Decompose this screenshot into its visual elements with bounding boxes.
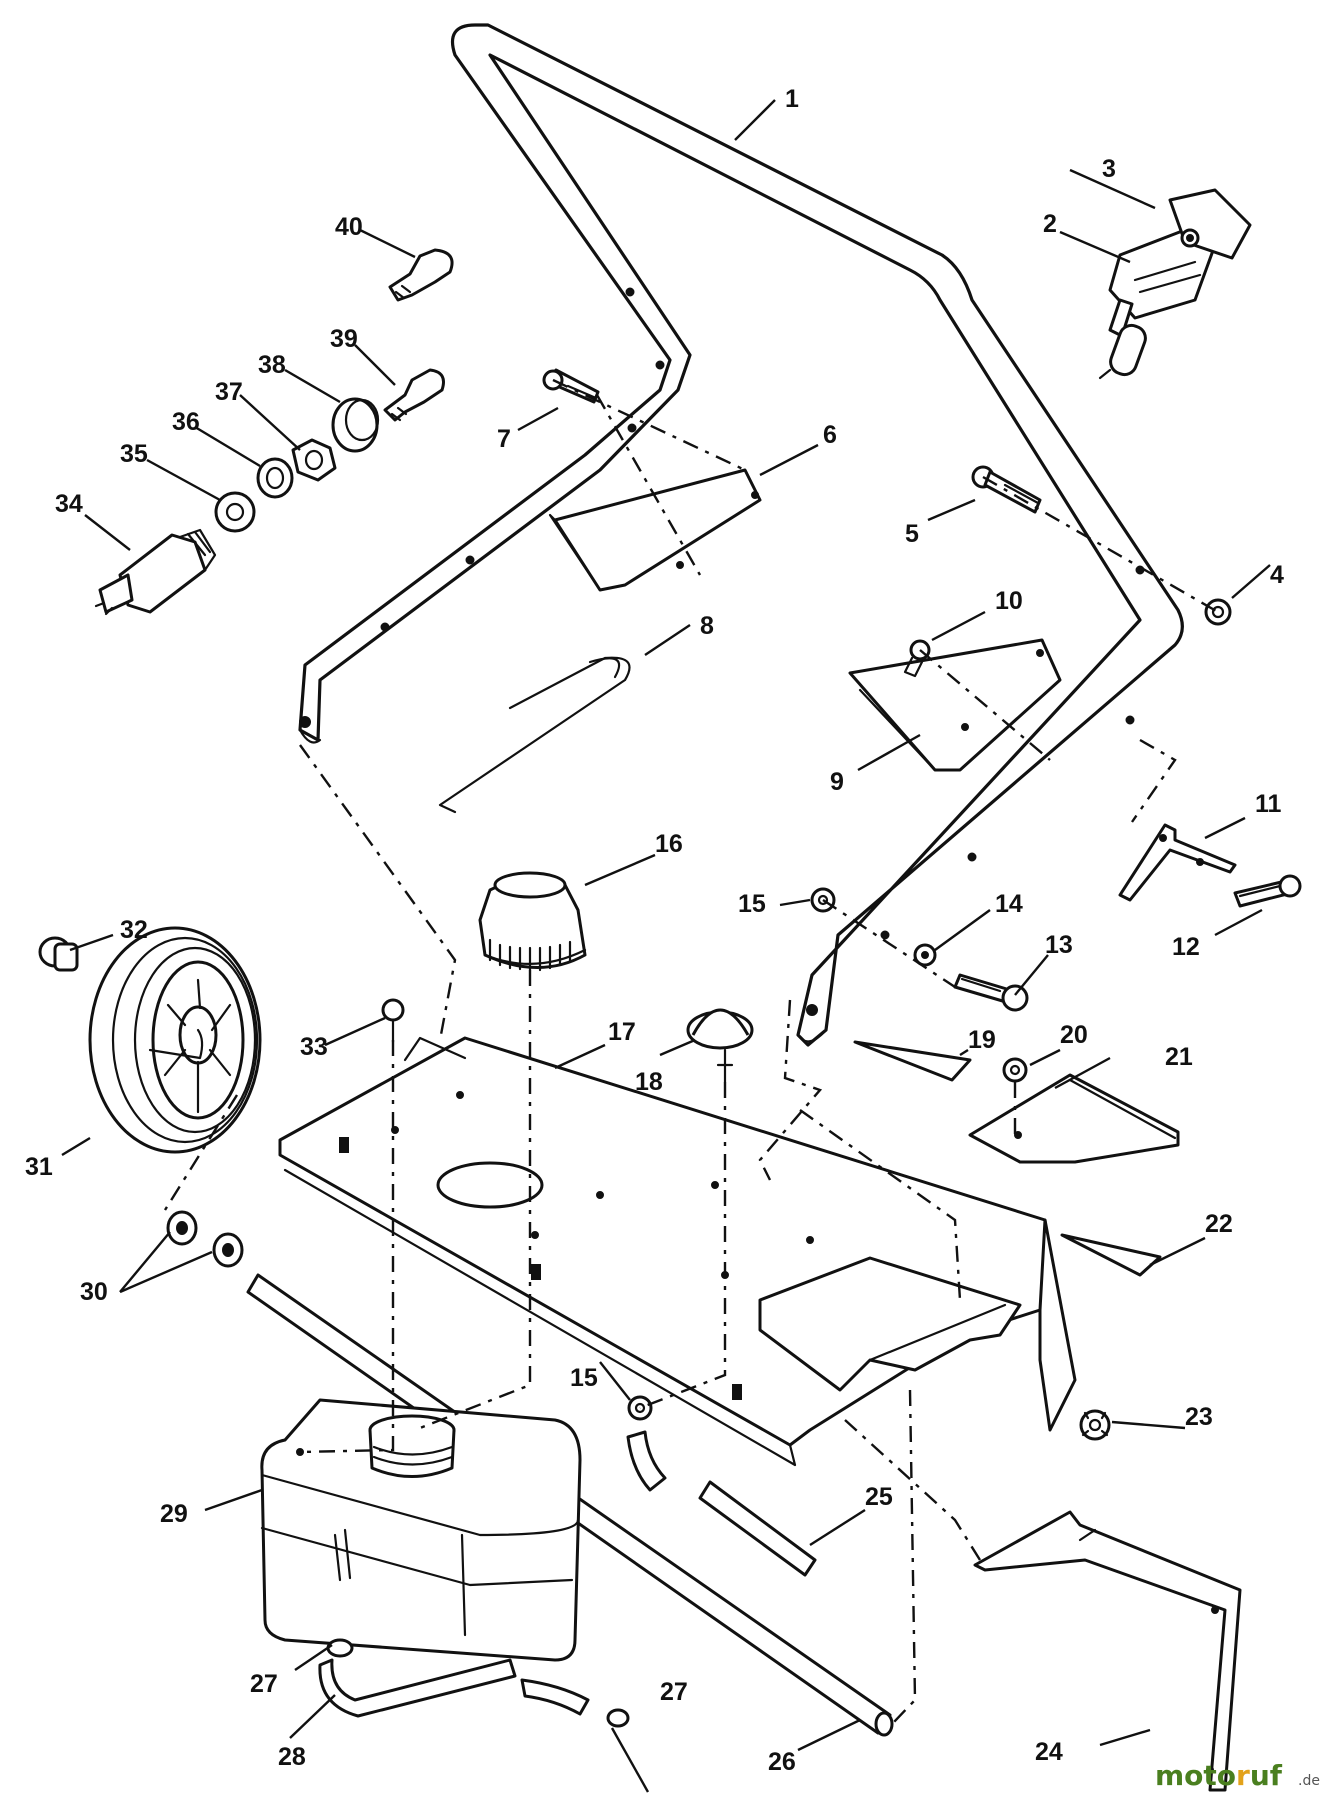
callout-19: 19 [968,1026,996,1054]
callout-30: 30 [80,1278,108,1306]
callout-35: 35 [120,440,148,468]
ignition-switch-part-34 [94,528,217,616]
callout-15b: 15 [570,1364,598,1392]
lockwasher-part-35 [214,491,256,533]
shim-part-19 [853,1040,972,1082]
washer-part-36 [256,457,294,499]
callout-22: 22 [1205,1210,1233,1238]
fuel-tank-part-29 [260,1398,582,1662]
spring-part-8 [438,656,631,814]
handle-part [298,23,1184,1047]
callout-34: 34 [55,490,83,518]
fuel-cap-part-16 [478,871,587,972]
callout-labels: 1 2 3 4 5 6 7 8 9 10 11 12 13 14 15 15 1… [25,85,1284,1776]
callout-23: 23 [1185,1403,1213,1431]
callout-6: 6 [823,421,837,449]
hose-clamp-part-27a [326,1638,354,1658]
callout-13: 13 [1045,931,1073,959]
callout-31: 31 [25,1153,53,1181]
plate-part-21 [968,1073,1180,1164]
callout-16: 16 [655,830,683,858]
callout-8: 8 [700,612,714,640]
deck-plate-part-17 [278,1036,1077,1467]
shim-part-22 [1060,1233,1162,1277]
callout-3: 3 [1102,155,1116,183]
callout-33: 33 [300,1033,328,1061]
callout-36: 36 [172,408,200,436]
key-part-40 [388,248,454,302]
callout-28: 28 [278,1743,306,1771]
cap-part-32 [38,936,79,972]
bracket-part-24 [973,1510,1242,1792]
handle-grip-part [1098,226,1217,380]
hose-clamp-part-27b [606,1708,630,1728]
leader-lines [61,99,1271,1793]
callout-10: 10 [995,587,1023,615]
bracket-part-6 [548,468,762,592]
handle-clip-part [1168,188,1252,260]
washers-part-30 [166,1210,244,1268]
callout-25: 25 [865,1483,893,1511]
callout-27a: 27 [250,1670,278,1698]
hose-part-25 [626,1430,817,1577]
callout-21: 21 [1165,1043,1193,1071]
bezel-part-38 [331,397,380,453]
callout-39: 39 [330,325,358,353]
callout-29: 29 [160,1500,188,1528]
svg-text:motoruf: motoruf [1155,1759,1283,1792]
callout-24: 24 [1035,1738,1063,1766]
callout-27b: 27 [660,1678,688,1706]
washer-part-14 [913,943,937,967]
callout-7: 7 [497,425,511,453]
nut-part-4 [1204,598,1232,626]
bolt-part-7 [542,368,600,404]
callout-17: 17 [608,1018,636,1046]
callout-11: 11 [1255,790,1282,818]
bolt-part-12 [1233,874,1302,908]
nut-part-20 [1002,1057,1028,1083]
callout-1: 1 [785,85,799,113]
push-nut-part-23 [1079,1409,1111,1441]
fuel-line-part-28 [318,1658,590,1718]
bracket-part-11 [1118,823,1237,902]
callout-15a: 15 [738,890,766,918]
bolt-part-13 [953,973,1029,1012]
callout-4: 4 [1270,561,1284,589]
callout-32: 32 [120,916,148,944]
callout-2: 2 [1043,210,1057,238]
callout-37: 37 [215,378,243,406]
watermark-logo: motoruf .de [1155,1759,1320,1792]
nut-part-37 [291,438,337,482]
svg-text:.de: .de [1298,1773,1320,1789]
callout-26: 26 [768,1748,796,1776]
callout-40: 40 [335,213,363,241]
primer-bulb-part-18 [686,1008,754,1084]
wheel-part-31 [88,926,262,1154]
bracket-part-9 [848,638,1062,772]
callout-9: 9 [830,768,844,796]
callout-20: 20 [1060,1021,1088,1049]
callout-18: 18 [635,1068,663,1096]
callout-14: 14 [995,890,1023,918]
bolt-part-33 [381,998,405,1044]
key-part-39 [383,368,445,422]
callout-38: 38 [258,351,286,379]
callout-12: 12 [1172,933,1200,961]
callout-5: 5 [905,520,919,548]
assembly-lines [163,378,1219,1724]
